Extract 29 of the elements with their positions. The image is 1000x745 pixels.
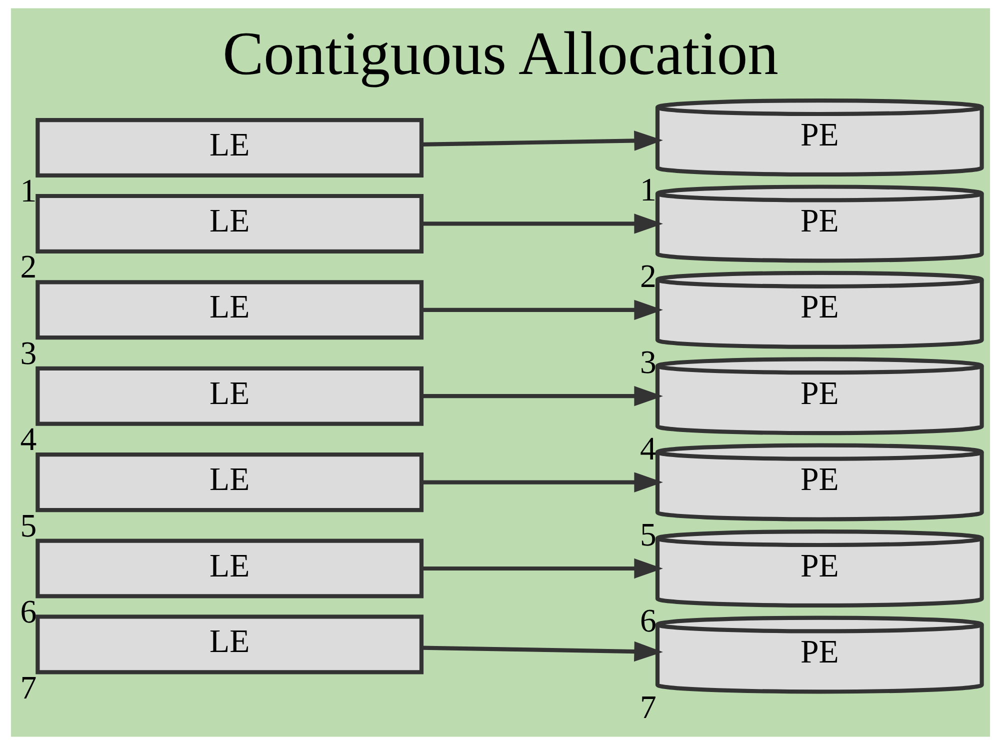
- arrow: [421, 130, 662, 151]
- node-label: 6: [20, 594, 36, 630]
- arrow: [421, 214, 662, 234]
- arrow: [421, 300, 662, 320]
- node-label: 3: [20, 336, 36, 372]
- node-label: 4: [20, 422, 36, 458]
- node-label: 1: [640, 172, 656, 209]
- node-box: LE: [35, 538, 424, 598]
- node-label: 6: [640, 604, 656, 640]
- node-box: LE: [35, 118, 424, 178]
- node-label: 2: [20, 250, 36, 286]
- arrow: [421, 558, 662, 579]
- arrow: [421, 641, 662, 662]
- node-box: LE: [35, 614, 424, 674]
- node-label: 4: [640, 431, 656, 468]
- arrow: [421, 386, 662, 406]
- node-box: LE: [35, 280, 424, 340]
- node-box: LE: [35, 194, 424, 254]
- diagram-title: Contiguous Allocation: [222, 20, 778, 88]
- node-label: 5: [20, 508, 36, 544]
- node-label: 2: [640, 258, 656, 295]
- node-label: 1: [20, 174, 36, 210]
- arrow: [421, 472, 662, 492]
- node-box: LE: [35, 452, 424, 512]
- node-label: 3: [640, 345, 656, 382]
- node-label: 5: [640, 518, 656, 554]
- node-box: LE: [35, 366, 424, 426]
- node-label: 7: [20, 670, 36, 706]
- node-label: 7: [640, 690, 656, 726]
